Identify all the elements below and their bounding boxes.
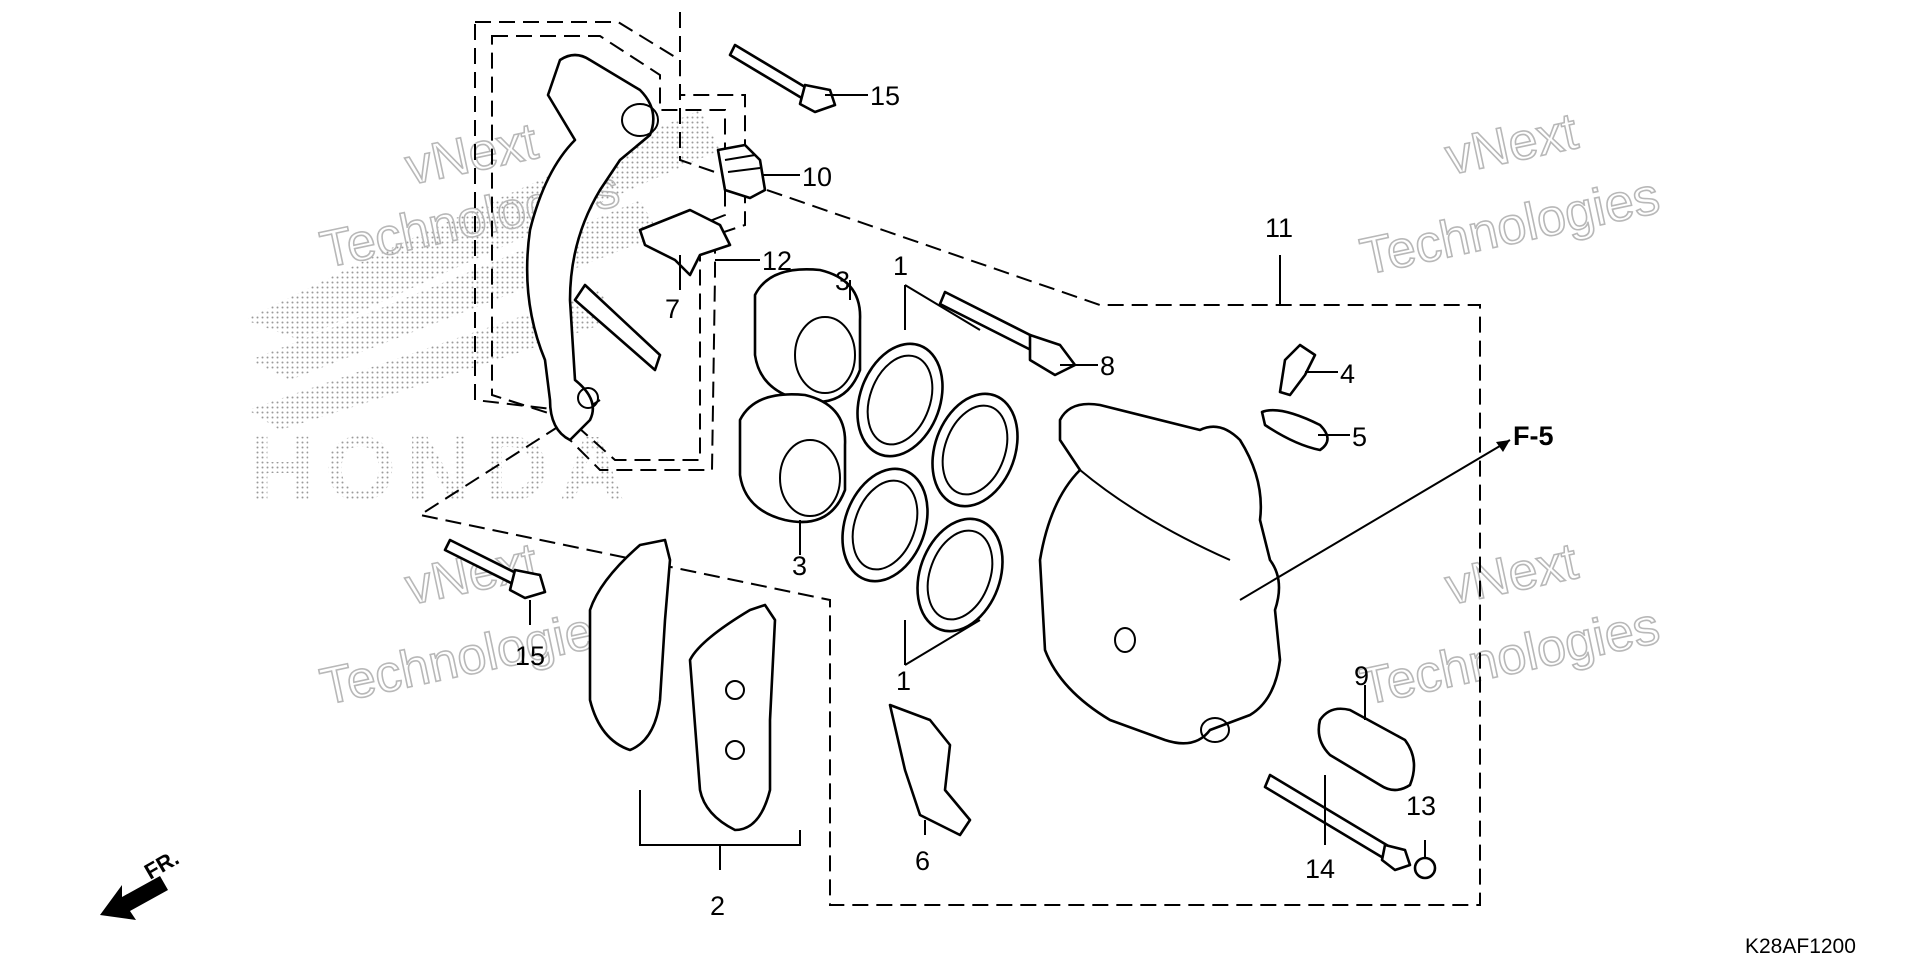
reference-arrowhead <box>1496 440 1510 452</box>
watermark-text-3b: Technologies <box>315 597 624 717</box>
callout-12: 12 <box>762 246 792 276</box>
bleeder-cap <box>1260 408 1329 452</box>
pad-retainer-spring <box>888 703 972 837</box>
callout-1-upper: 1 <box>893 251 908 281</box>
bleeder-screw <box>1278 343 1317 397</box>
slide-pin <box>1317 707 1416 792</box>
watermark-text-2a: vNext <box>1440 102 1583 186</box>
callout-10: 10 <box>802 162 832 192</box>
callout-9: 9 <box>1354 661 1369 691</box>
callout-1-lower: 1 <box>896 666 911 696</box>
pad-pin-clip <box>1413 856 1437 880</box>
callout-6: 6 <box>915 846 930 876</box>
pad-pin <box>1263 773 1412 872</box>
watermark-text-2b: Technologies <box>1355 167 1664 287</box>
piston-lower <box>738 393 847 524</box>
boot <box>716 143 767 200</box>
drawing-code: K28AF1200 <box>1745 935 1856 958</box>
callout-11: 11 <box>1265 213 1293 243</box>
callout-15-lower: 15 <box>515 641 545 671</box>
reference-label: F-5 <box>1513 421 1554 451</box>
brake-pad-set <box>588 538 777 832</box>
watermark-text-4a: vNext <box>1440 532 1583 616</box>
callout-8: 8 <box>1100 351 1115 381</box>
piston-upper <box>753 268 862 404</box>
callout-15-upper: 15 <box>870 81 900 111</box>
callout-7: 7 <box>665 294 680 324</box>
front-direction-indicator: FR. <box>100 845 183 920</box>
callout-5: 5 <box>1352 422 1367 452</box>
leader-lines <box>529 94 1511 870</box>
front-arrow-icon <box>100 876 168 920</box>
flange-bolt-lower <box>443 538 547 600</box>
watermark-text-4b: Technologies <box>1355 597 1664 717</box>
callout-4: 4 <box>1340 359 1355 389</box>
callout-labels: 15 10 12 7 3 1 8 11 4 5 3 15 1 9 13 6 14… <box>515 81 1436 921</box>
caliper-bracket <box>525 53 662 442</box>
flange-bolt-upper <box>728 43 837 114</box>
callout-3-lower: 3 <box>792 551 807 581</box>
caliper-assembly-outline <box>417 12 1481 906</box>
callout-14: 14 <box>1305 854 1335 884</box>
callout-13: 13 <box>1406 791 1436 821</box>
piston-seals <box>841 342 1019 633</box>
callout-2: 2 <box>710 891 725 921</box>
caliper-body <box>1038 402 1282 745</box>
caliper-pin <box>938 290 1077 377</box>
pad-spring <box>638 208 732 277</box>
front-label: FR. <box>140 845 183 884</box>
callout-3-upper: 3 <box>835 266 850 296</box>
